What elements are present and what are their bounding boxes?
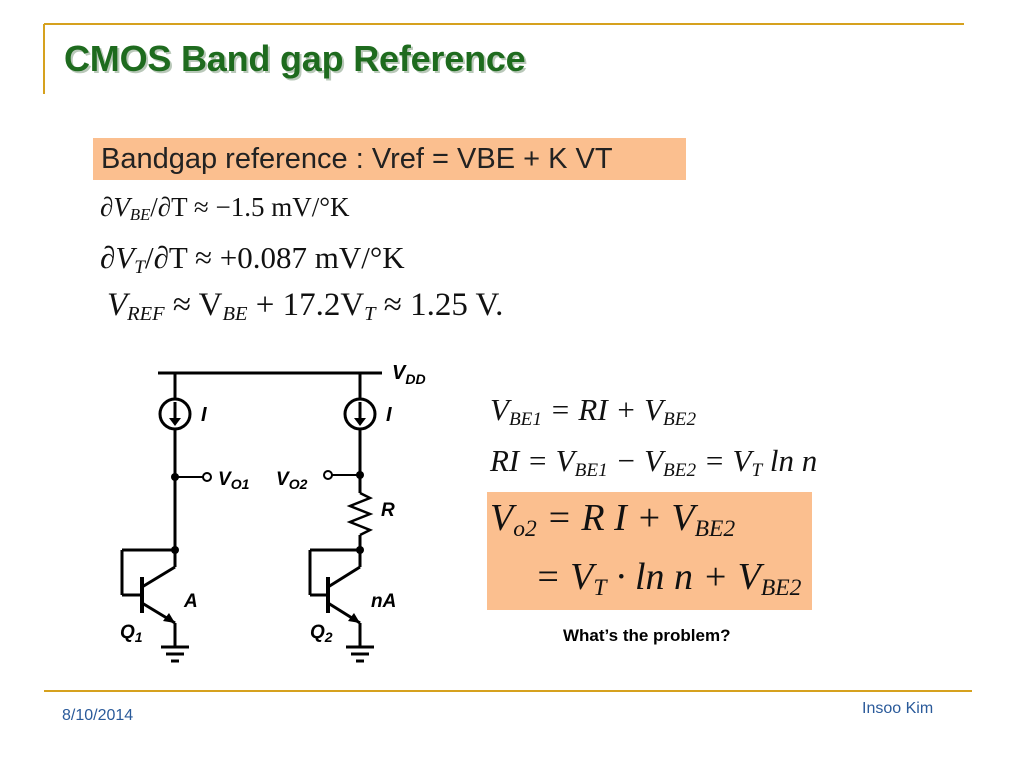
equation-dvt-dt: ∂VT/∂T ≈ +0.087 mV/°K <box>100 240 405 278</box>
equation-vbe1: VBE1 = RI + VBE2 <box>490 392 697 430</box>
label-r: R <box>381 500 395 521</box>
label-q2: Q2 <box>310 622 333 645</box>
equation-vo2-expanded: = VT · ln n + VBE2 <box>535 556 802 601</box>
question-text: What’s the problem? <box>563 626 731 645</box>
slide-title: CMOS Band gap Reference <box>64 38 526 79</box>
bandgap-headline: Bandgap reference : Vref = VBE + K VT <box>93 138 686 180</box>
label-i-right: I <box>386 404 392 426</box>
label-a: A <box>183 591 198 612</box>
label-vo1: VO1 <box>218 469 250 492</box>
label-i-left: I <box>201 404 207 426</box>
label-vdd: VDD <box>392 362 426 387</box>
bandgap-circuit: VDD I I VO1 VO2 R A nA Q1 Q2 <box>120 362 426 663</box>
label-vo2: VO2 <box>276 469 308 492</box>
resistor-r <box>346 491 374 537</box>
node-vo2 <box>323 470 333 480</box>
equation-ri: RI = VBE1 − VBE2 = VT ln n <box>490 443 818 481</box>
node-vo1 <box>202 472 212 482</box>
label-na: nA <box>371 591 396 612</box>
label-q1: Q1 <box>120 622 143 645</box>
vo2-highlight-box <box>487 492 812 610</box>
equation-vref: VREF ≈ VBE + 17.2VT ≈ 1.25 V. <box>107 287 504 326</box>
footer-author: Insoo Kim <box>862 700 934 717</box>
footer-date: 8/10/2014 <box>62 707 134 724</box>
equation-dvbe-dt: ∂VBE/∂T ≈ −1.5 mV/°K <box>100 192 350 225</box>
equation-vo2: Vo2 = R I + VBE2 <box>490 497 736 542</box>
